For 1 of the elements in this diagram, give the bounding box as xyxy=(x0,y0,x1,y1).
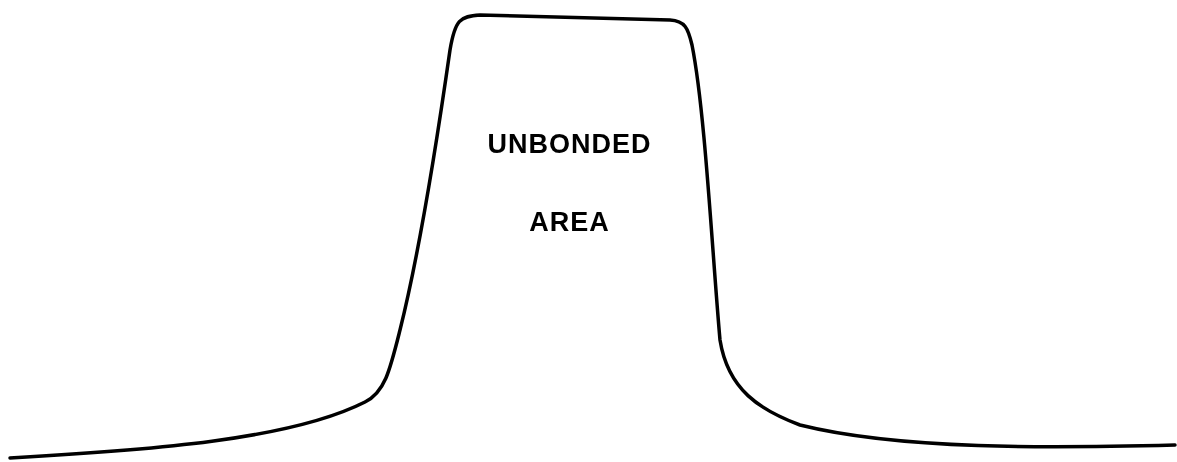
area-label: UNBONDED AREA xyxy=(486,128,653,239)
